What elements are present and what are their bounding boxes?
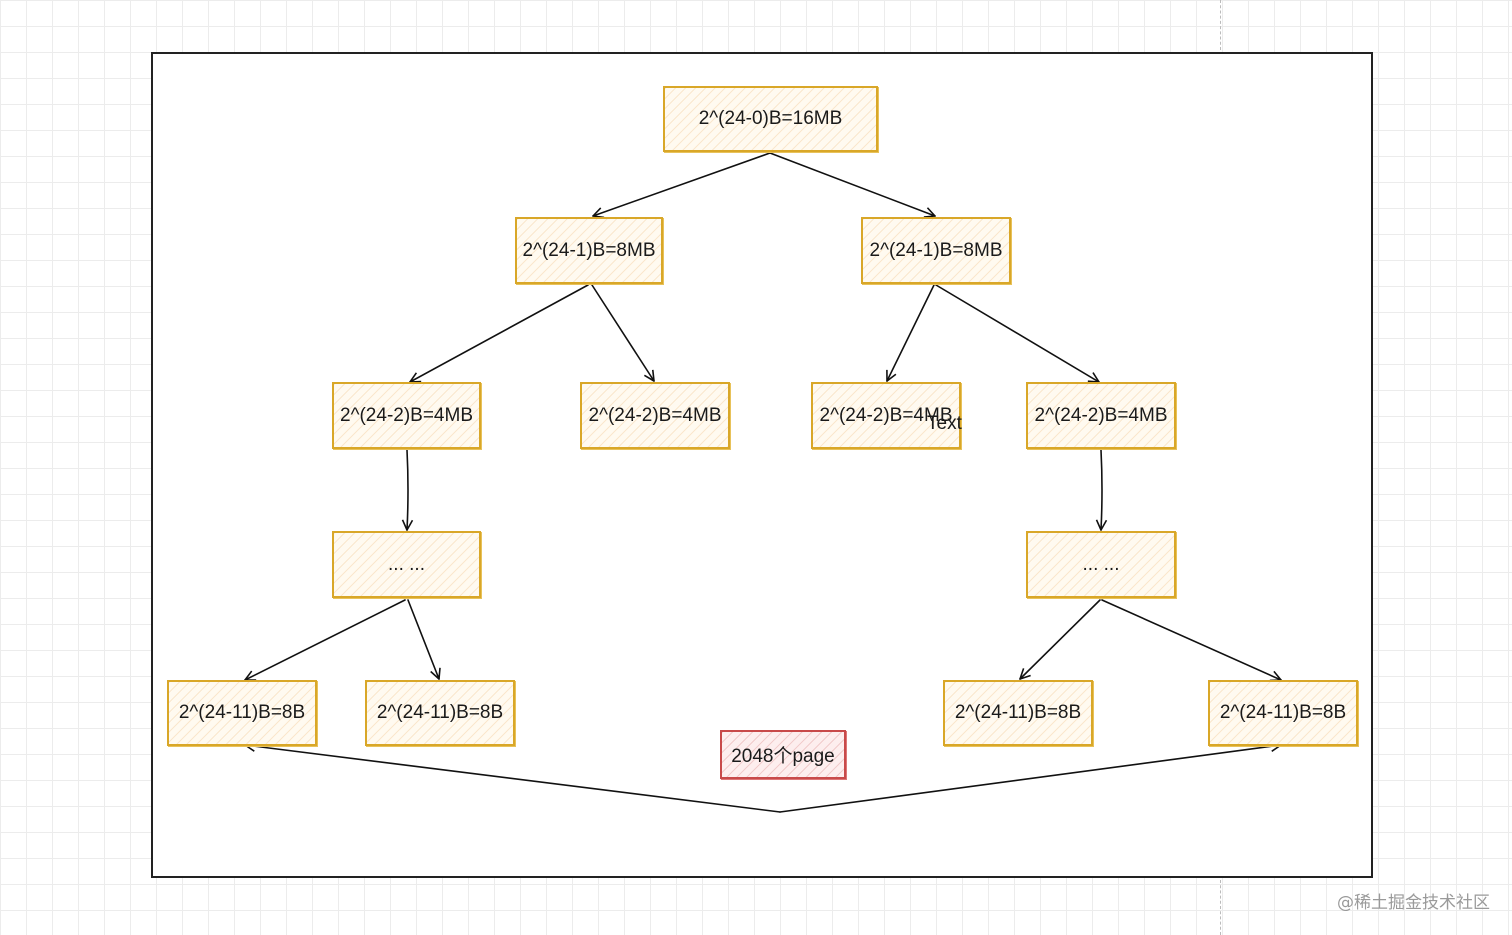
dashed-guide-top (1220, 0, 1221, 50)
arrow-root-to-left (592, 152, 771, 219)
level2-node-d[interactable]: 2^(24-2)B=4MB (1026, 382, 1176, 449)
arrow-a-to-ellipsis (401, 449, 414, 531)
level1-right-node[interactable]: 2^(24-1)B=8MB (861, 217, 1011, 284)
stray-text-label[interactable]: Text (927, 413, 962, 434)
arrow-l1right-to-d (935, 284, 1100, 383)
dashed-guide-bottom (1220, 880, 1221, 935)
level2-node-a[interactable]: 2^(24-2)B=4MB (332, 382, 481, 449)
root-node[interactable]: 2^(24-0)B=16MB (663, 86, 878, 152)
watermark: @稀土掘金技术社区 (1337, 893, 1490, 913)
arrow-ellipsis-to-leaf-a (244, 599, 406, 681)
arrow-l1left-to-a (409, 284, 589, 383)
leaf-node-d[interactable]: 2^(24-11)B=8B (1208, 680, 1358, 746)
arrow-span-to-leaf-d (779, 740, 1282, 813)
ellipsis-left-node[interactable]: ... ... (332, 531, 481, 598)
level2-node-c[interactable]: 2^(24-2)B=4MB (811, 382, 961, 449)
leaf-node-a[interactable]: 2^(24-11)B=8B (167, 680, 317, 746)
ellipsis-right-node[interactable]: ... ... (1026, 531, 1176, 598)
arrow-d-to-ellipsis (1095, 449, 1108, 531)
level1-left-node[interactable]: 2^(24-1)B=8MB (515, 217, 663, 284)
arrow-l1left-to-b (591, 284, 655, 382)
arrow-root-to-right (769, 152, 936, 218)
leaf-node-b[interactable]: 2^(24-11)B=8B (365, 680, 515, 746)
arrow-l1right-to-c (886, 284, 935, 382)
arrow-span-to-leaf-a (244, 740, 781, 813)
arrow-ellipsis-to-leaf-c (1019, 599, 1101, 680)
leaf-node-c[interactable]: 2^(24-11)B=8B (943, 680, 1093, 746)
level2-node-b[interactable]: 2^(24-2)B=4MB (580, 382, 730, 449)
page-count-label[interactable]: 2048个page (720, 730, 846, 779)
arrow-ellipsis-to-leaf-b (407, 599, 441, 680)
arrow-ellipsis-to-leaf-d (1101, 599, 1282, 682)
